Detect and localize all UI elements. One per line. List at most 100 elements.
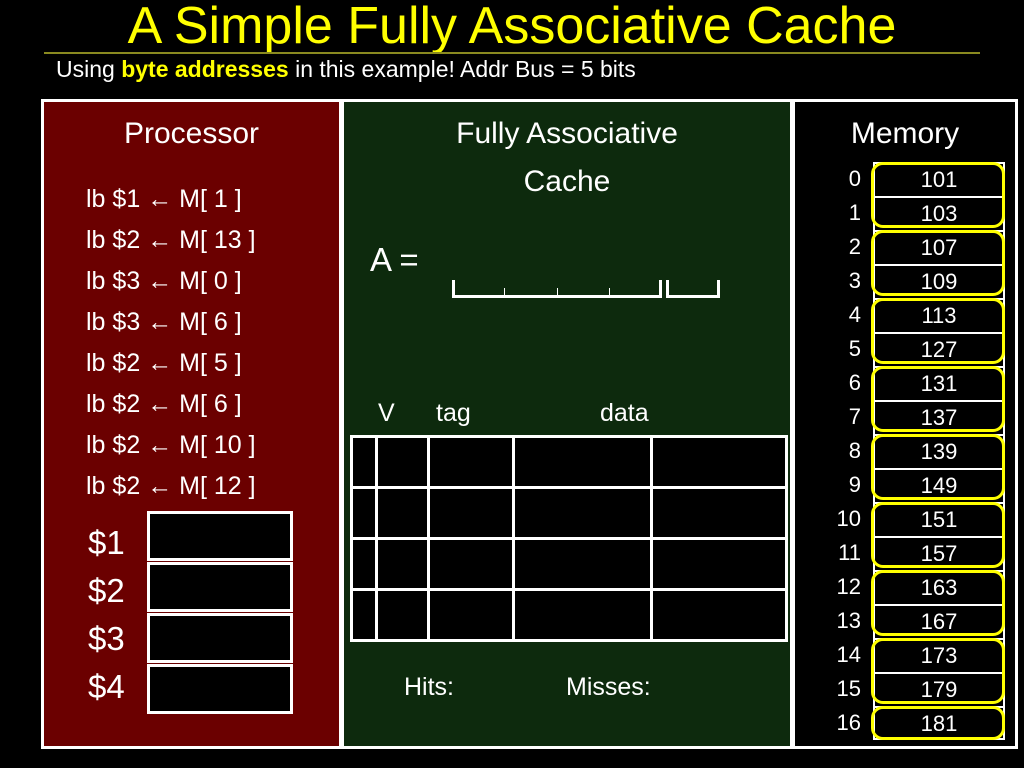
title-rule bbox=[44, 52, 980, 54]
instruction-line: lb $2 ← M[ 10 ] bbox=[86, 425, 256, 466]
instr-opcode: lb bbox=[86, 349, 106, 377]
memory-address: 2 bbox=[848, 234, 861, 259]
memory-row: 13 167 bbox=[795, 604, 1015, 638]
register-value-box bbox=[147, 562, 293, 612]
instr-address: M[ 12 ] bbox=[179, 472, 256, 500]
register-label: $3 bbox=[88, 620, 125, 657]
instr-address: M[ 6 ] bbox=[179, 308, 242, 336]
instr-arrow: ← bbox=[147, 267, 173, 295]
instr-register: $3 bbox=[112, 267, 141, 295]
memory-address: 5 bbox=[848, 336, 861, 361]
memory-block-outline bbox=[871, 366, 1005, 432]
instr-register: $2 bbox=[112, 349, 141, 377]
memory-address: 3 bbox=[848, 268, 861, 293]
instruction-line: lb $2 ← M[ 13 ] bbox=[86, 220, 256, 261]
memory-row: 14 173 bbox=[795, 638, 1015, 672]
col-head-data: data bbox=[600, 399, 649, 427]
instr-address: M[ 5 ] bbox=[179, 349, 242, 377]
instr-address: M[ 0 ] bbox=[179, 267, 242, 295]
address-label: A = bbox=[370, 241, 419, 278]
memory-address: 14 bbox=[836, 642, 861, 667]
memory-row: 8 139 bbox=[795, 434, 1015, 468]
memory-block-outline bbox=[871, 162, 1005, 228]
instr-opcode: lb bbox=[86, 226, 106, 254]
register-label: $1 bbox=[88, 524, 125, 561]
processor-panel: Processor lb $1 ← M[ 1 ]lb $2 ← M[ 13 ]l… bbox=[41, 99, 342, 749]
memory-address: 11 bbox=[838, 540, 861, 565]
instr-arrow: ← bbox=[147, 308, 173, 336]
instruction-line: lb $3 ← M[ 0 ] bbox=[86, 261, 242, 302]
slide-title: A Simple Fully Associative Cache bbox=[127, 0, 897, 55]
instr-arrow: ← bbox=[147, 185, 173, 213]
memory-address: 16 bbox=[836, 710, 861, 735]
memory-value: 173 bbox=[873, 638, 1005, 672]
memory-value: 103 bbox=[873, 196, 1005, 230]
memory-value: 109 bbox=[873, 264, 1005, 298]
instr-address: M[ 10 ] bbox=[179, 431, 256, 459]
instr-opcode: lb bbox=[86, 185, 106, 213]
instr-register: $2 bbox=[112, 431, 141, 459]
instr-opcode: lb bbox=[86, 308, 106, 336]
memory-address: 6 bbox=[848, 370, 861, 395]
memory-value: 167 bbox=[873, 604, 1005, 638]
instr-opcode: lb bbox=[86, 431, 106, 459]
memory-address: 15 bbox=[836, 676, 861, 701]
memory-value: 127 bbox=[873, 332, 1005, 366]
cache-heading: Fully Associative Cache bbox=[456, 117, 678, 198]
register-label: $4 bbox=[88, 668, 125, 705]
address-bit-tick bbox=[609, 288, 610, 297]
processor-heading: Processor bbox=[123, 117, 260, 150]
memory-value: 107 bbox=[873, 230, 1005, 264]
instr-opcode: lb bbox=[86, 472, 106, 500]
instr-register: $1 bbox=[112, 185, 141, 213]
instr-register: $2 bbox=[112, 390, 141, 418]
address-bit-tick bbox=[557, 288, 558, 297]
instruction-line: lb $2 ← M[ 12 ] bbox=[86, 466, 256, 507]
memory-value: 151 bbox=[873, 502, 1005, 536]
cache-row-divider bbox=[353, 486, 785, 489]
instr-register: $2 bbox=[112, 226, 141, 254]
col-head-tag: tag bbox=[436, 399, 471, 427]
memory-value: 131 bbox=[873, 366, 1005, 400]
instr-opcode: lb bbox=[86, 390, 106, 418]
memory-block-outline bbox=[871, 570, 1005, 636]
instr-arrow: ← bbox=[147, 226, 173, 254]
cache-panel: Fully Associative Cache A = V tag data H… bbox=[341, 99, 793, 749]
cache-table bbox=[350, 435, 788, 642]
instruction-line: lb $1 ← M[ 1 ] bbox=[86, 179, 242, 220]
memory-row: 15 179 bbox=[795, 672, 1015, 706]
instruction-line: lb $2 ← M[ 5 ] bbox=[86, 343, 242, 384]
memory-address: 9 bbox=[848, 472, 861, 497]
register-label: $2 bbox=[88, 572, 125, 609]
memory-block-outline bbox=[871, 298, 1005, 364]
memory-row: 3 109 bbox=[795, 264, 1015, 298]
memory-address: 13 bbox=[836, 608, 861, 633]
instr-arrow: ← bbox=[147, 349, 173, 377]
subtitle-text: Using bbox=[56, 56, 122, 82]
instr-arrow: ← bbox=[147, 390, 173, 418]
memory-address: 12 bbox=[836, 574, 861, 599]
memory-value: 179 bbox=[873, 672, 1005, 706]
memory-address: 8 bbox=[848, 438, 861, 463]
memory-row: 2 107 bbox=[795, 230, 1015, 264]
instruction-line: lb $3 ← M[ 6 ] bbox=[86, 302, 242, 343]
memory-block-outline bbox=[871, 502, 1005, 568]
memory-row: 6 131 bbox=[795, 366, 1015, 400]
register-value-box bbox=[147, 664, 293, 714]
memory-value: 163 bbox=[873, 570, 1005, 604]
subtitle-highlight: byte addresses bbox=[121, 56, 289, 82]
instr-register: $3 bbox=[112, 308, 141, 336]
col-head-v: V bbox=[378, 399, 395, 427]
memory-address: 0 bbox=[848, 166, 861, 191]
memory-row: 5 127 bbox=[795, 332, 1015, 366]
memory-value: 139 bbox=[873, 434, 1005, 468]
address-bit-tick bbox=[504, 288, 505, 297]
memory-row: 12 163 bbox=[795, 570, 1015, 604]
memory-address: 7 bbox=[848, 404, 861, 429]
instr-arrow: ← bbox=[147, 431, 173, 459]
